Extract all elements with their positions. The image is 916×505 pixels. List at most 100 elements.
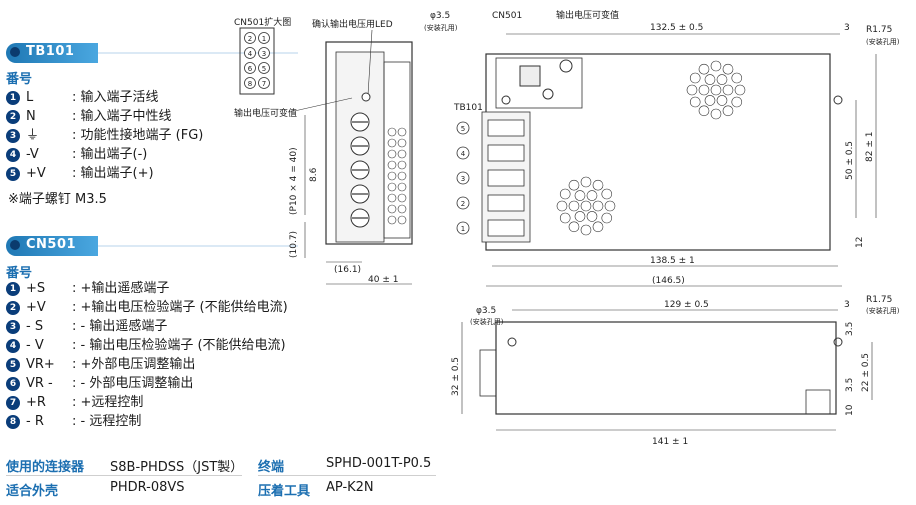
pin-circle [258, 47, 270, 59]
terminal-number-circle [456, 146, 470, 160]
mount-hole-label-bottom: (安装孔用) [470, 317, 504, 326]
pin-circle [258, 62, 270, 74]
connector-key: 使用的连接器 [6, 460, 85, 475]
dim-107: (10.7) [289, 231, 299, 258]
cn501-connector [519, 65, 541, 87]
vent-hole [397, 182, 407, 192]
pin-desc: +远程控制 [80, 395, 144, 410]
tb101-badge: TB101 [6, 43, 98, 63]
dim-1385: 138.5 ± 1 [650, 256, 695, 266]
pin-desc: - 输出遥感端子 [80, 319, 168, 334]
terminal-number: 5 [461, 125, 465, 133]
pin-circle [244, 77, 256, 89]
adjust-knob-icon [559, 59, 573, 73]
cn501-label: CN501 [492, 11, 522, 21]
cn501-item-8: 8- R: - 远程控制 [6, 414, 141, 430]
housing-value: PHDR-08VS [110, 480, 185, 495]
terminal-slot [487, 219, 525, 237]
terminal-number-circle [456, 121, 470, 135]
vent-hole [580, 224, 592, 236]
tb101-item-5: 5+V: 输出端子(+) [6, 166, 154, 182]
vent-hole [592, 221, 604, 233]
vent-hole [559, 188, 571, 200]
pin-desc: - 输出电压检验端子 (不能供给电流) [80, 338, 286, 353]
terminal-desc: 输入端子活线 [80, 90, 159, 105]
vadj-label-top: 输出电压可变值 [556, 9, 619, 21]
terminal-value: SPHD-001T-P0.5 [326, 456, 432, 471]
phi-label-bottom: φ3.5 [476, 306, 496, 316]
mount-hole-label-bottom-2: (安装孔用) [866, 306, 900, 315]
number-badge: 2 [6, 300, 20, 315]
cn501-item-4: 4- V: - 输出电压检验端子 (不能供给电流) [6, 338, 286, 354]
pin-symbol: - R [26, 414, 44, 429]
connector-row-1: 使用的连接器 S8B-PHDSS（JST製） 终端 SPHD-001T-P0.5 [6, 456, 436, 476]
control-board-outline [495, 57, 583, 109]
tool-key: 压着工具 [258, 484, 311, 499]
dim-12: 12 [855, 237, 865, 248]
vent-hole [387, 138, 397, 148]
vent-hole [710, 60, 722, 72]
bottom-terminal-side [479, 349, 497, 397]
pin-desc: +输出遥感端子 [80, 281, 170, 296]
bottom-view-outline [495, 321, 837, 415]
tb101-badge-label: TB101 [26, 44, 75, 59]
vent-hole [574, 211, 586, 222]
cn501-badge: CN501 [6, 236, 98, 256]
vent-hole [722, 105, 734, 117]
vent-hole [397, 138, 407, 148]
vent-hole [604, 200, 616, 212]
side-view-outline [325, 41, 413, 245]
pin-symbol: +S [26, 281, 46, 296]
vent-hole [592, 179, 604, 191]
mount-hole-icon [501, 95, 511, 105]
vent-hole [387, 204, 397, 214]
cn501-item-1: 1+S: +输出遥感端子 [6, 281, 169, 297]
vent-hole [574, 190, 586, 201]
terminal-symbol: N [26, 109, 36, 124]
vent-hole [601, 212, 613, 224]
vent-hole [556, 200, 568, 212]
vent-hole [397, 193, 407, 203]
terminal-slot [487, 119, 525, 137]
table-divider [6, 475, 242, 476]
dim-82: 82 ± 1 [865, 132, 875, 162]
vent-hole [698, 63, 710, 75]
dim-10: 10 [845, 404, 855, 416]
pin-symbol: +R [26, 395, 46, 410]
mount-hole-label: (安装孔用) [424, 23, 458, 32]
pin-desc: +外部电压调整输出 [80, 357, 196, 372]
dim-141: 141 ± 1 [652, 437, 688, 447]
cn501-zoom-label: CN501扩大图 [234, 16, 291, 28]
pin-symbol: VR+ [26, 357, 55, 372]
top-vent-holes [556, 60, 746, 236]
tb101-item-4: 4-V: 输出端子(-) [6, 147, 147, 163]
dim-3a: 3 [844, 23, 850, 33]
number-badge: 8 [6, 414, 20, 429]
pin-number: 3 [262, 50, 266, 58]
mount-hole-icon [833, 337, 843, 347]
vent-hole [704, 95, 716, 106]
vent-hole [704, 74, 716, 85]
pin-number: 8 [248, 80, 252, 88]
dim-p10: (P10 × 4 = 40) [289, 147, 299, 215]
leader-line [289, 97, 353, 113]
number-badge: 7 [6, 395, 20, 410]
vent-hole [568, 200, 580, 212]
dim-129: 129 ± 0.5 [664, 300, 709, 310]
vent-hole [734, 84, 746, 96]
cn501-divider [98, 245, 298, 247]
pin-number: 2 [248, 35, 252, 43]
terminal-slot [487, 169, 525, 187]
number-badge: 4 [6, 338, 20, 353]
terminal-number: 2 [461, 200, 465, 208]
vent-hole [387, 149, 397, 159]
led-icon [542, 88, 554, 100]
pin-circle [244, 62, 256, 74]
tb101-subhead: 番号 [6, 72, 33, 87]
vent-panel [383, 61, 411, 239]
dim-86: 8.6 [309, 167, 319, 182]
